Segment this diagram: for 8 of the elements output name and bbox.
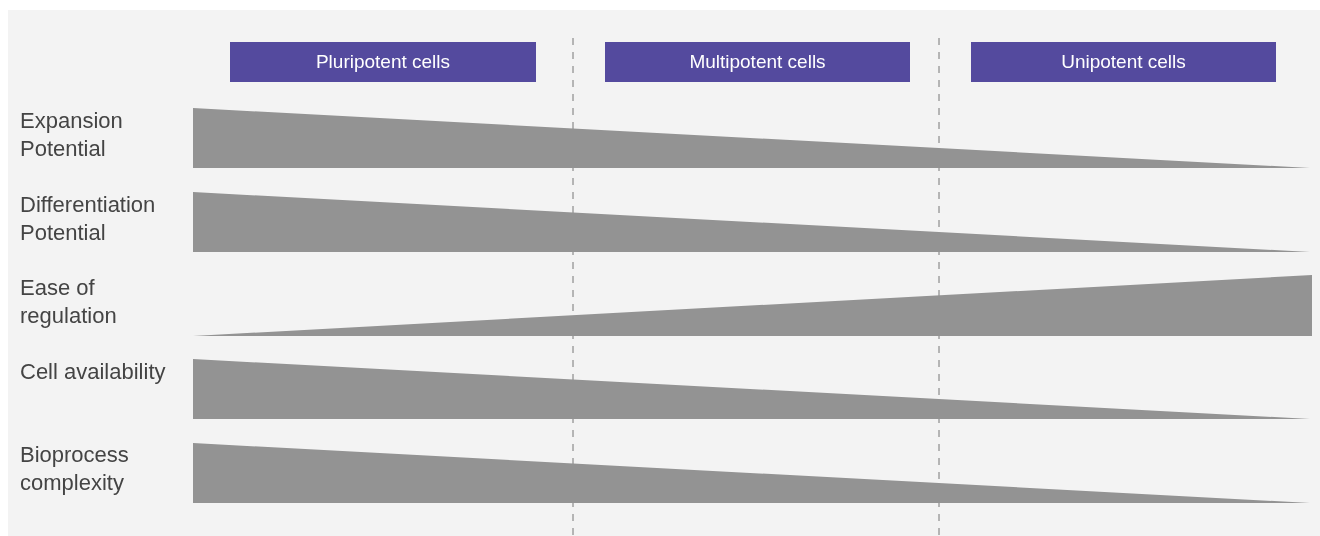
row-label: Differentiation Potential xyxy=(20,191,157,247)
column-header: Pluripotent cells xyxy=(230,42,536,82)
row-label: Cell availability xyxy=(20,358,167,386)
row-label: Bioprocess complexity xyxy=(20,441,130,497)
column-header: Multipotent cells xyxy=(605,42,910,82)
row-label: Expansion Potential xyxy=(20,107,124,163)
column-header: Unipotent cells xyxy=(971,42,1276,82)
row-label: Ease of regulation xyxy=(20,274,118,330)
